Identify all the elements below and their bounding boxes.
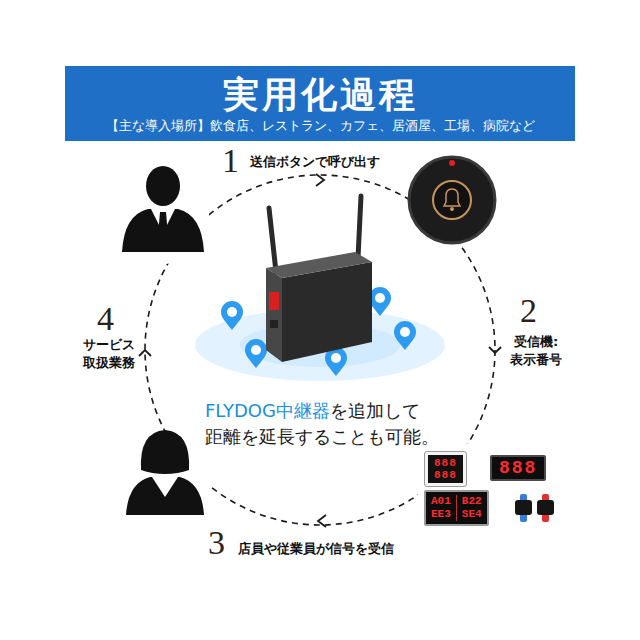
- callout-number: 3: [208, 524, 225, 562]
- note-text: FLYDOG中継器を追加して 距離を延長することも可能。: [205, 398, 455, 450]
- callout-number: 4: [97, 300, 114, 338]
- callout-number: 1: [222, 142, 239, 180]
- display-digits: 888: [434, 469, 457, 481]
- display-panel: A01B22EE3SE4: [424, 490, 489, 526]
- repeater-device: [266, 196, 372, 362]
- display-panel: 888888: [424, 451, 467, 487]
- staff-icon: [126, 430, 204, 515]
- display-code: B22: [456, 495, 482, 508]
- title-text: 実用化過程: [223, 73, 418, 117]
- display-code: EE3: [431, 508, 456, 521]
- step-text: 送信ボタンで呼び出す: [250, 153, 380, 171]
- display-panel: 888: [490, 455, 546, 481]
- customer-icon: [122, 166, 204, 252]
- step-text: 受信機: 表示番号: [503, 333, 569, 369]
- watch-receivers: [515, 494, 554, 522]
- display-digits: 888: [434, 457, 457, 469]
- step-text: サービス 取扱業務: [76, 336, 142, 372]
- display-code: A01: [431, 495, 456, 508]
- title-band: 実用化過程【主な導入場所】飲食店、レストラン、カフェ、居酒屋、工場、病院など: [65, 66, 575, 141]
- subtitle-text: 【主な導入場所】飲食店、レストラン、カフェ、居酒屋、工場、病院など: [106, 117, 535, 135]
- display-code: SE4: [456, 508, 482, 521]
- callout-number: 2: [520, 292, 537, 330]
- display-digits: 888: [499, 457, 537, 479]
- call-button: [409, 157, 495, 243]
- display-screen: 888888: [428, 455, 463, 483]
- product-name: FLYDOG中継器: [205, 400, 330, 421]
- step-text: 店員や従業員が信号を受信: [238, 540, 394, 558]
